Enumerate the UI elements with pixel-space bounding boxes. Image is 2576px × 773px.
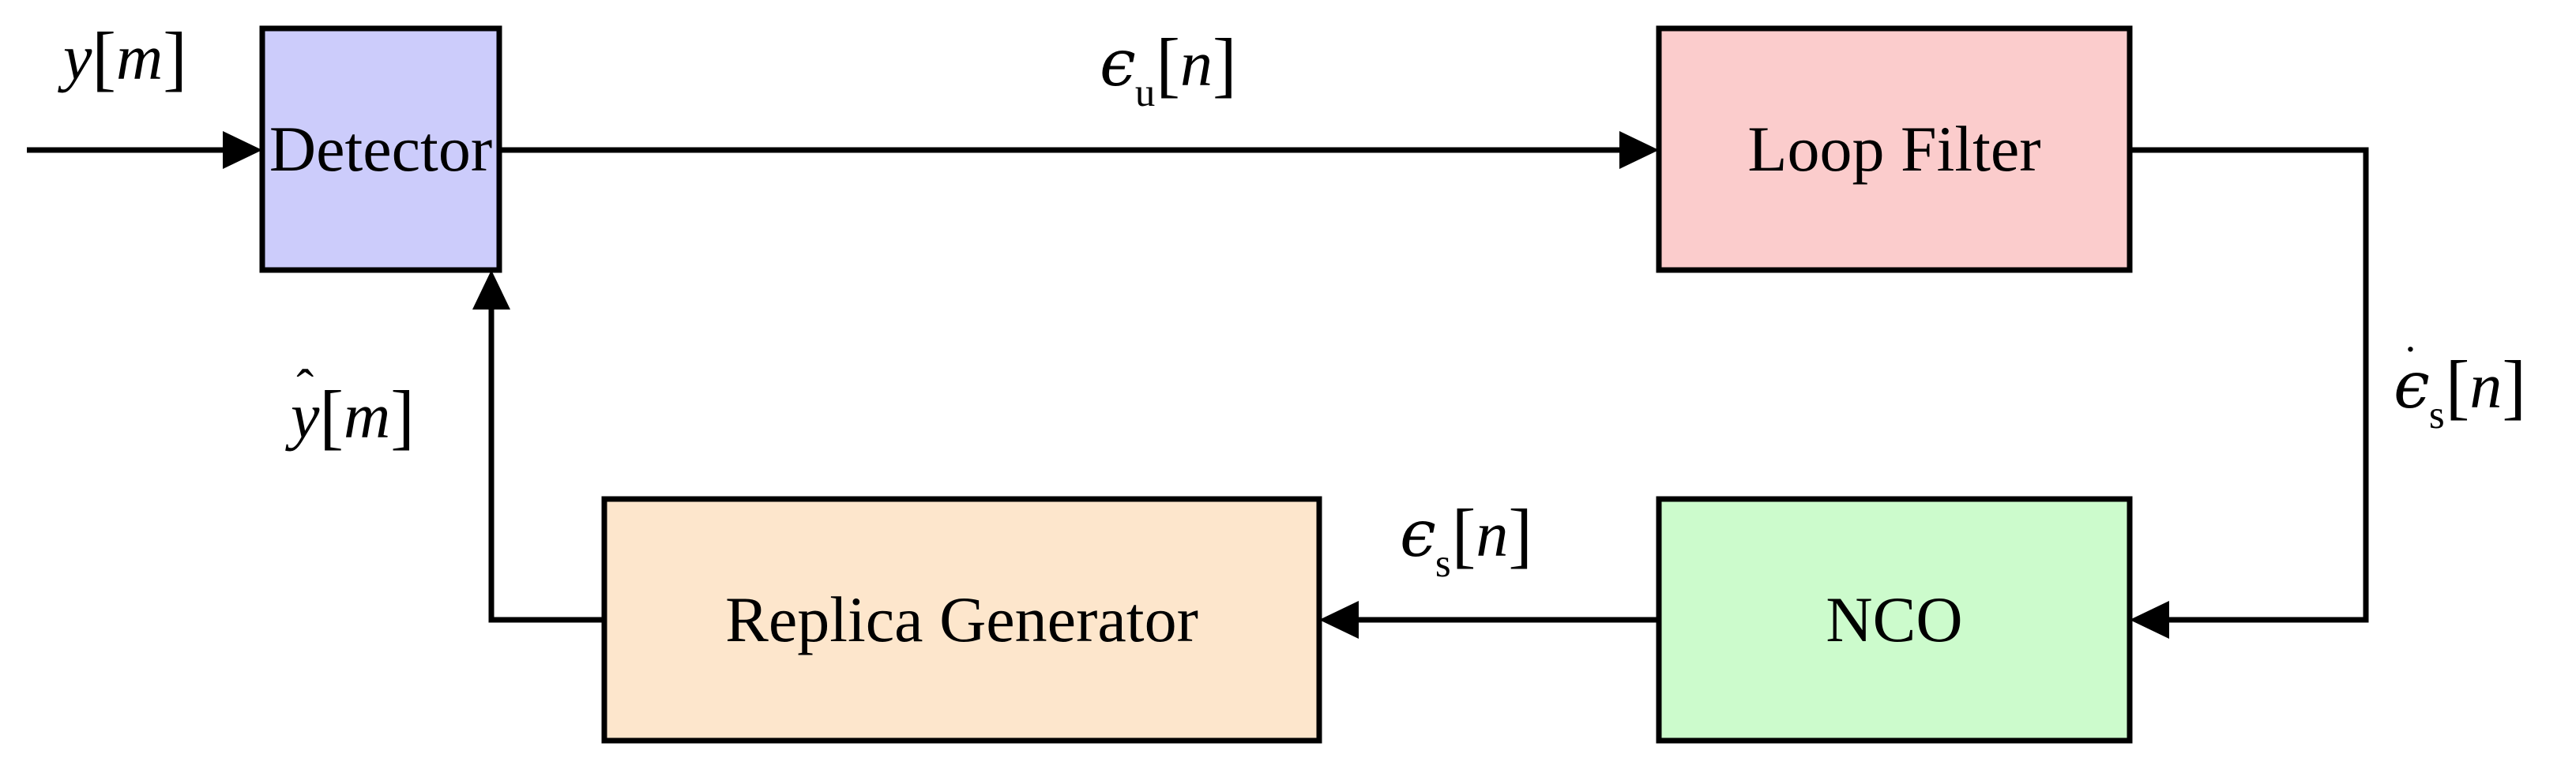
- signal-label-error-rate: ˙ϵs[n]: [2394, 339, 2526, 434]
- signal-label-smoothed-error: ϵs[n]: [1400, 494, 1532, 583]
- signal-input-bracket-open: [: [92, 17, 116, 99]
- arrowhead-replica-generator-to-detector: [472, 270, 510, 310]
- signal-input-base: y: [63, 21, 92, 93]
- signal-error-rate-subscript: s: [2428, 392, 2445, 437]
- signal-smoothed-error-base: ϵ: [1400, 497, 1436, 572]
- signal-smoothed-error-index: n: [1476, 498, 1509, 570]
- signal-replica-estimate-index: m: [344, 380, 391, 452]
- signal-error-rate-index: n: [2469, 350, 2503, 422]
- block-loop-filter[interactable]: [1656, 25, 2133, 273]
- signal-smoothed-error-bracket-open: [: [1451, 494, 1476, 576]
- wire-loop-filter-to-nco: [2130, 147, 2369, 623]
- signal-smoothed-error-bracket-close: ]: [1508, 494, 1532, 576]
- signal-input-bracket-close: ]: [163, 17, 187, 99]
- wire-replica-generator-to-detector: [488, 295, 604, 623]
- signal-replica-estimate-bracket-open: [: [319, 376, 344, 457]
- block-detector[interactable]: [259, 25, 502, 273]
- signal-error-rate-bracket-open: [: [2445, 346, 2470, 427]
- block-replica-generator[interactable]: [601, 496, 1322, 744]
- signal-input-index: m: [116, 21, 164, 93]
- signal-replica-estimate-accent-group: ̂y: [291, 384, 319, 448]
- signal-error-rate-base: ϵ: [2394, 348, 2430, 423]
- signal-unfiltered-error-index: n: [1179, 28, 1213, 99]
- signal-replica-estimate-bracket-close: ]: [390, 376, 415, 457]
- arrowhead-input-to-detector: [223, 131, 262, 169]
- arrowhead-nco-to-replica-generator: [1319, 601, 1359, 639]
- signal-error-rate-accent-group: ˙ϵ: [2394, 339, 2430, 418]
- arrowhead-detector-to-loop-filter: [1619, 131, 1659, 169]
- signal-error-rate-bracket-close: ]: [2502, 346, 2526, 427]
- signal-label-unfiltered-error: ϵu[n]: [1100, 24, 1237, 112]
- arrowhead-loop-filter-to-nco: [2130, 601, 2169, 639]
- dot-accent-icon: ˙: [2402, 336, 2419, 389]
- signal-unfiltered-error-bracket-close: ]: [1212, 24, 1237, 105]
- signal-unfiltered-error-base: ϵ: [1100, 26, 1136, 101]
- signal-smoothed-error-subscript: s: [1435, 540, 1451, 585]
- signal-replica-estimate-base: y: [291, 380, 320, 452]
- signal-label-replica-estimate: ̂y[m]: [291, 377, 415, 452]
- signal-label-input: y[m]: [63, 19, 187, 94]
- signal-unfiltered-error-subscript: u: [1134, 69, 1156, 114]
- signal-unfiltered-error-bracket-open: [: [1156, 24, 1180, 105]
- block-nco[interactable]: [1656, 496, 2133, 744]
